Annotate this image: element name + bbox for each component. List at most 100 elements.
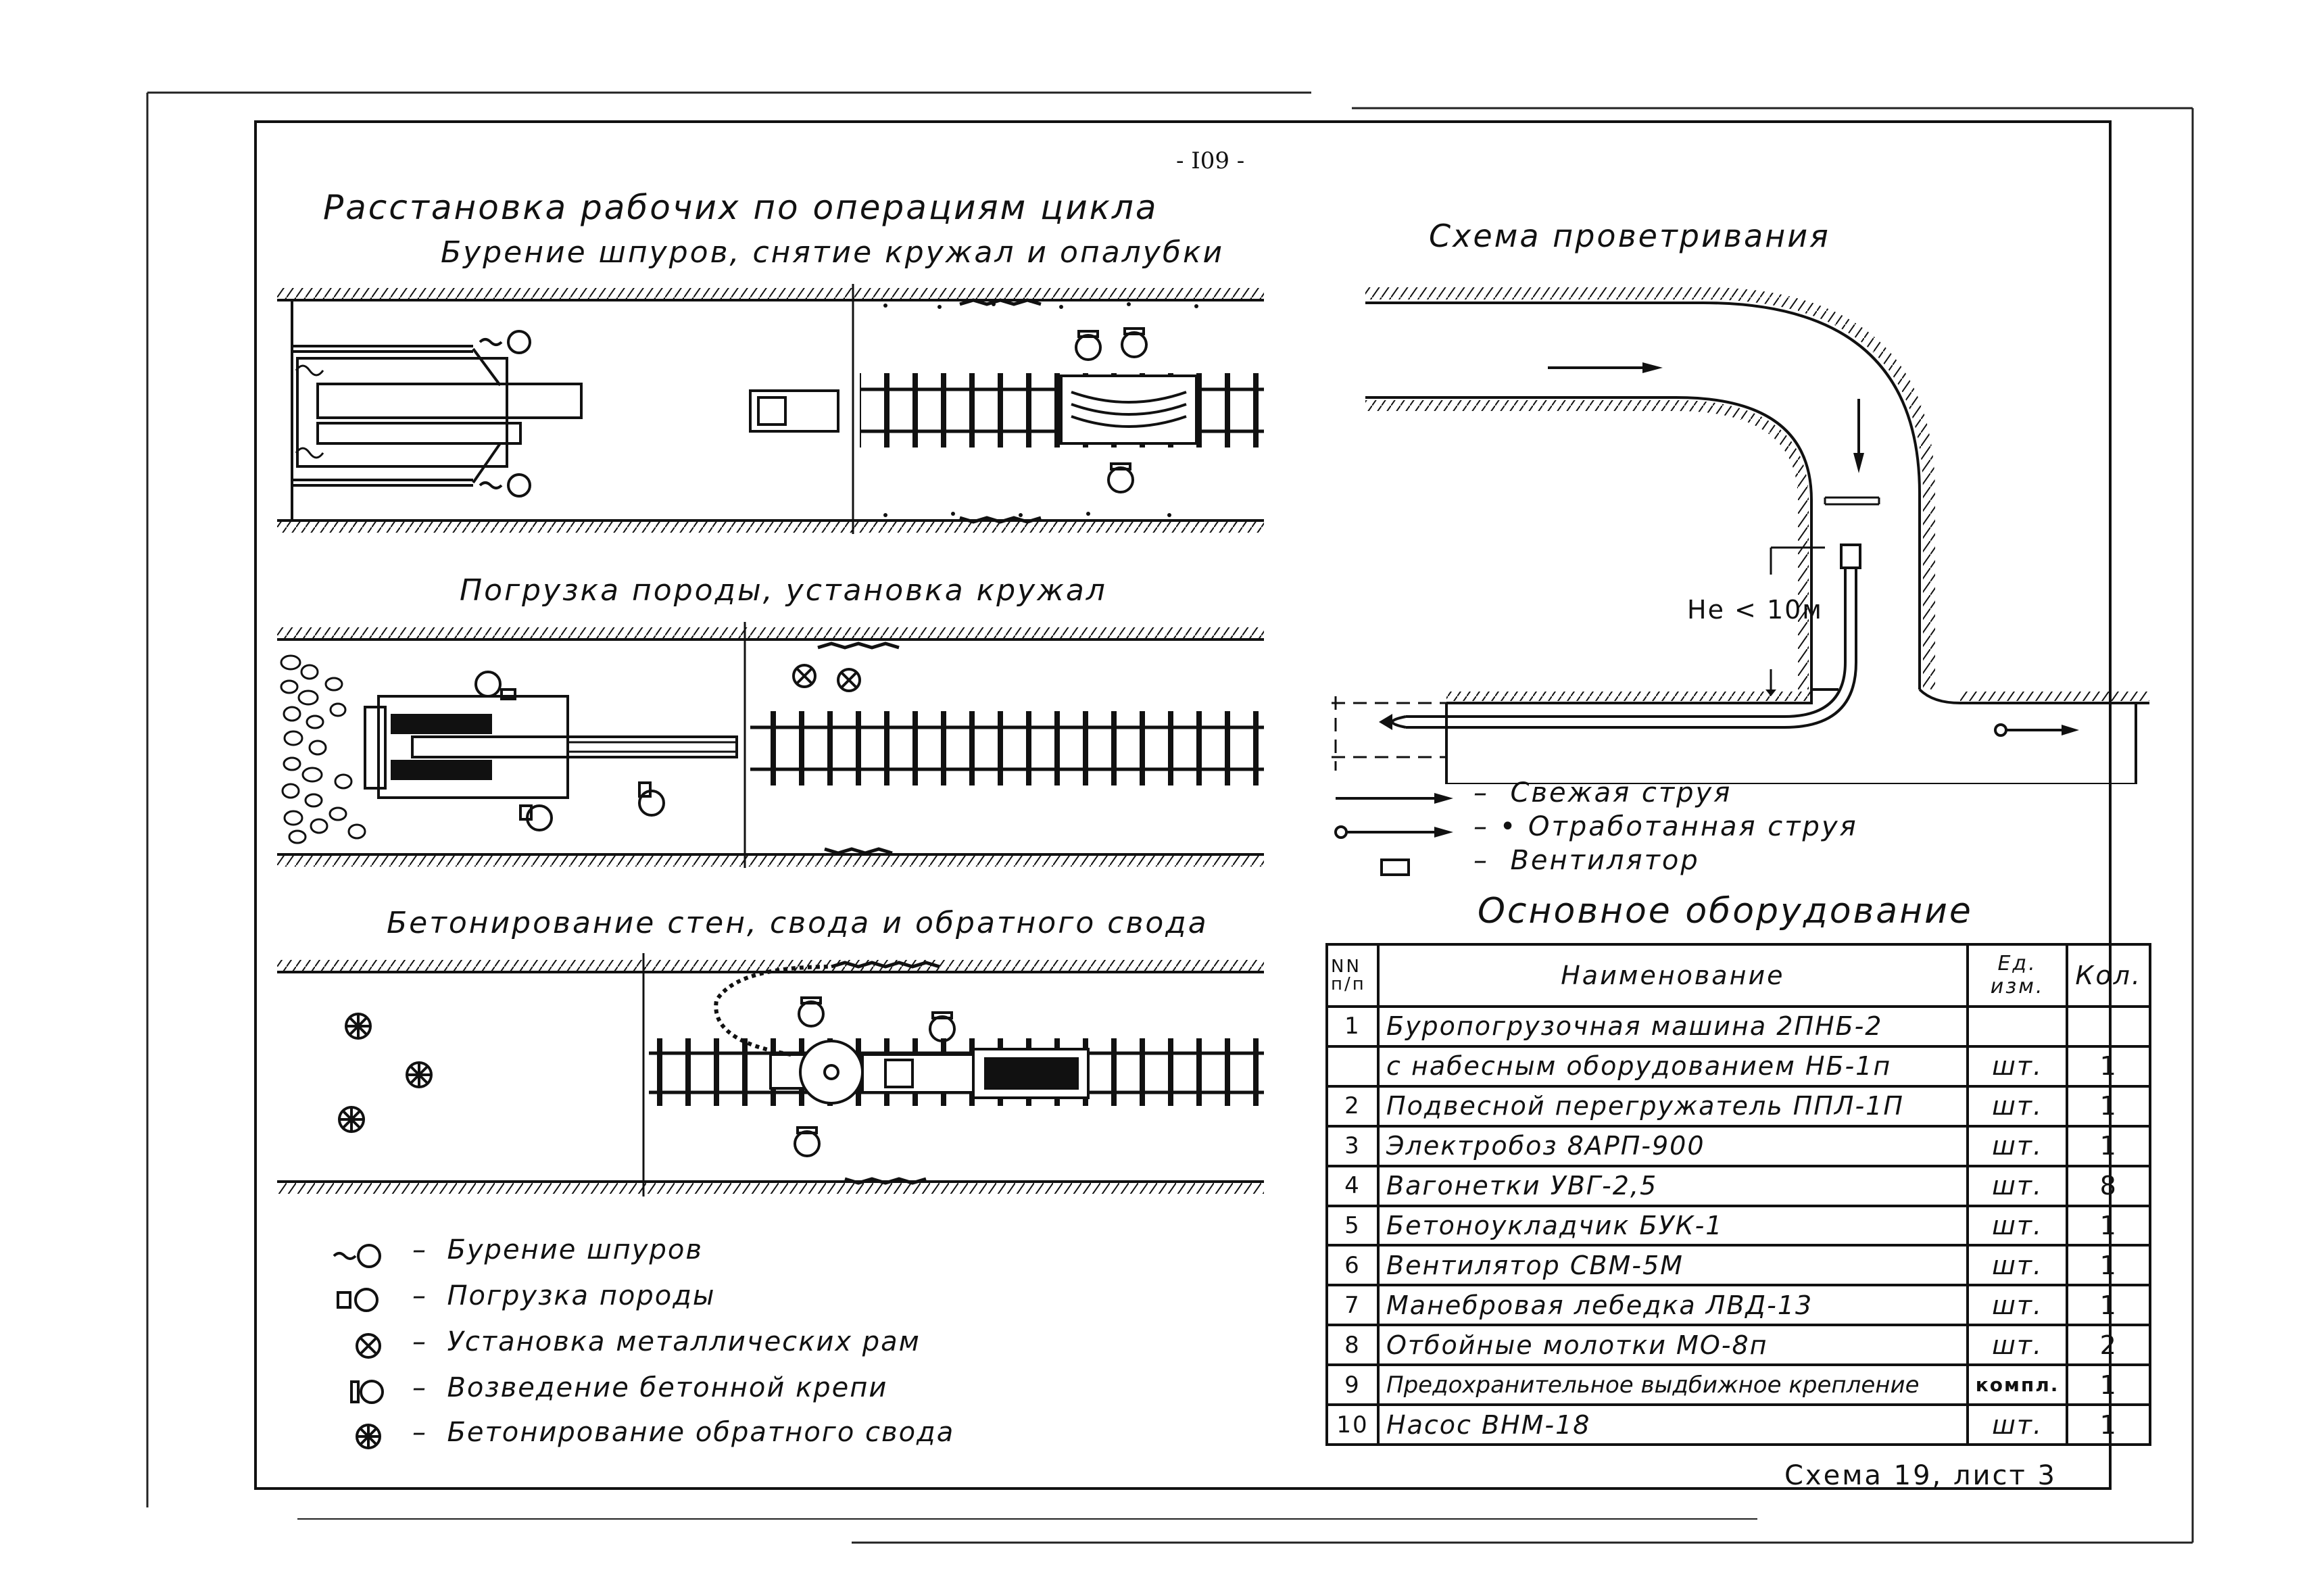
tunnel-drilling-diagram — [277, 284, 1264, 534]
row-qty: 1 — [2066, 1124, 2151, 1167]
legend-fresh-air: – Свежая струя — [1473, 777, 1732, 808]
legend-dash: – — [412, 1326, 427, 1357]
row-num: 8 — [1325, 1324, 1380, 1367]
row-num: 3 — [1325, 1124, 1380, 1167]
loader-worker-icon — [337, 1288, 379, 1312]
row-num — [1325, 1044, 1380, 1088]
row-qty: 1 — [2066, 1044, 2151, 1088]
legend-label: Установка металлических рам — [447, 1326, 921, 1357]
row-unit: шт. — [1966, 1284, 2069, 1327]
row-unit: шт. — [1966, 1084, 2069, 1128]
row-name: Насос ВНМ-18 — [1377, 1403, 1969, 1446]
row-qty: 1 — [2066, 1204, 2151, 1247]
legend-dash: – — [1473, 845, 1489, 876]
ventilation-title: Схема проветривания — [1429, 218, 1830, 254]
legend-label: Отработанная струя — [1528, 811, 1858, 842]
legend-item-loading: – Погрузка породы — [412, 1280, 715, 1311]
lining-worker-icon — [350, 1380, 384, 1404]
row-num: 9 — [1325, 1363, 1380, 1407]
row-name: с набесным оборудованием НБ-1п — [1377, 1044, 1969, 1088]
row-num: 1 — [1325, 1005, 1380, 1048]
row-name: Отбойные молотки МО-8п — [1377, 1324, 1969, 1367]
legend-dash: – — [1473, 777, 1489, 808]
tunnel-concreting-diagram — [277, 953, 1264, 1196]
row-unit: шт. — [1966, 1324, 2069, 1367]
legend-item-invert: – Бетонирование обратного свода — [412, 1417, 954, 1448]
row-unit — [1966, 1005, 2069, 1048]
fan-rectangle-icon — [1380, 859, 1410, 876]
row-name: Подвесной перегружатель ППЛ-1П — [1377, 1084, 1969, 1128]
legend-fan: – Вентилятор — [1473, 845, 1700, 876]
row-num: 4 — [1325, 1164, 1380, 1207]
row-name: Манебровая лебедка ЛВД-13 — [1377, 1284, 1969, 1327]
row-qty: 1 — [2066, 1363, 2151, 1407]
row-name: Буропогрузочная машина 2ПНБ-2 — [1377, 1005, 1969, 1048]
row-qty — [2066, 1005, 2151, 1048]
header-qty: Кол. — [2066, 943, 2151, 1008]
legend-dash: – • — [1473, 811, 1518, 842]
row-num: 6 — [1325, 1244, 1380, 1287]
legend-item-drilling: – Бурение шпуров — [412, 1234, 703, 1265]
frame-worker-icon — [356, 1333, 381, 1359]
legend-label: Возведение бетонной крепи — [447, 1372, 888, 1403]
legend-label: Погрузка породы — [447, 1280, 716, 1311]
sheet-caption: Схема 19, лист 3 — [1784, 1460, 2057, 1491]
row-qty: 1 — [2066, 1403, 2151, 1446]
min-distance-label: Не < 10м — [1687, 595, 1823, 625]
header-unit: Ед. изм. — [1966, 943, 2069, 1008]
row-qty: 1 — [2066, 1244, 2151, 1287]
legend-dash: – — [412, 1280, 427, 1311]
row-num: 10 — [1325, 1403, 1380, 1446]
row-unit: шт. — [1966, 1403, 2069, 1446]
row-unit: шт. — [1966, 1244, 2069, 1287]
row-name: Предохранительное выдбижное крепление — [1377, 1363, 1969, 1407]
table-header-row: NN п/п Наименование Ед. изм. Кол. — [1325, 943, 2151, 1008]
row-num: 7 — [1325, 1284, 1380, 1327]
header-name: Наименование — [1377, 943, 1969, 1008]
invert-worker-icon — [356, 1424, 381, 1449]
row-name: Электробоз 8АРП-900 — [1377, 1124, 1969, 1167]
legend-dash: – — [412, 1372, 427, 1403]
legend-dash: – — [412, 1417, 427, 1448]
legend-label: Бурение шпуров — [447, 1234, 703, 1265]
tunnel-loading-diagram — [277, 622, 1264, 868]
legend-exhaust-air: – • Отработанная струя — [1473, 811, 1858, 842]
row-unit: шт. — [1966, 1124, 2069, 1167]
row-name: Бетоноукладчик БУК-1 — [1377, 1204, 1969, 1247]
legend-label: Свежая струя — [1510, 777, 1732, 808]
legend-item-lining: – Возведение бетонной крепи — [412, 1372, 887, 1403]
exhaust-air-arrow-icon — [1334, 825, 1453, 839]
row-unit: шт. — [1966, 1204, 2069, 1247]
row-qty: 1 — [2066, 1284, 2151, 1327]
ventilation-diagram — [1332, 287, 2149, 784]
legend-dash: – — [412, 1234, 427, 1265]
row-num: 2 — [1325, 1084, 1380, 1128]
row-qty: 2 — [2066, 1324, 2151, 1367]
page-number: - I09 - — [1176, 147, 1245, 174]
row-qty: 1 — [2066, 1084, 2151, 1128]
legend-item-frames: – Установка металлических рам — [412, 1326, 921, 1357]
equipment-title: Основное оборудование — [1478, 891, 1973, 932]
section-title-concreting: Бетонирование стен, свода и обратного св… — [387, 906, 1209, 940]
section-title-drilling: Бурение шпуров, снятие кружал и опалубки — [441, 235, 1225, 270]
row-unit: шт. — [1966, 1044, 2069, 1088]
main-title: Расстановка рабочих по операциям цикла — [323, 188, 1159, 227]
row-unit: шт. — [1966, 1164, 2069, 1207]
row-unit: компл. — [1966, 1363, 2069, 1407]
header-num: NN п/п — [1325, 943, 1380, 1008]
row-qty: 8 — [2066, 1164, 2151, 1207]
row-name: Вентилятор СВМ-5М — [1377, 1244, 1969, 1287]
